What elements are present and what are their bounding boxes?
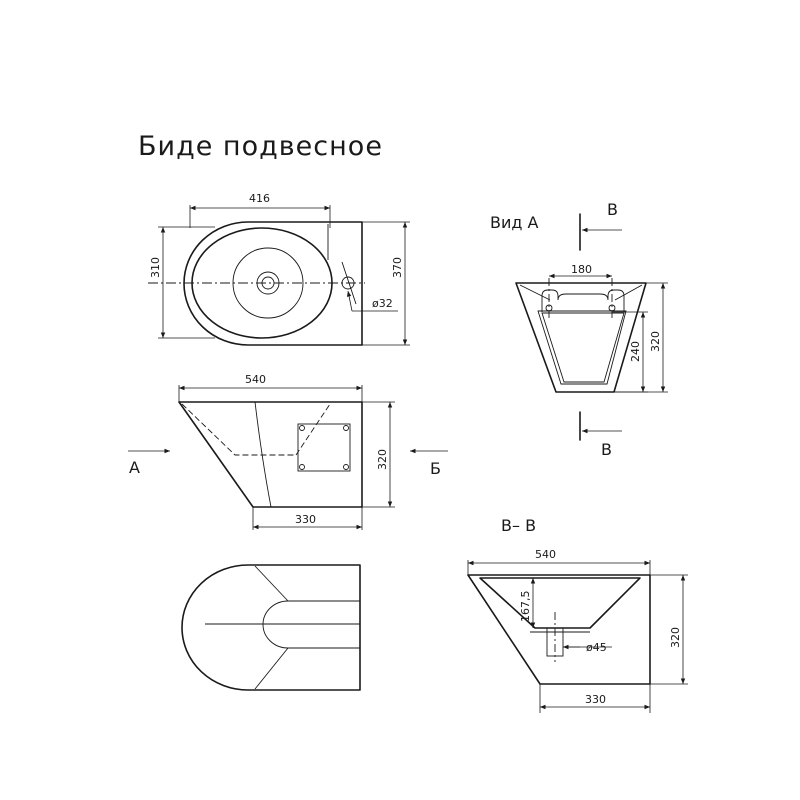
view-a-outline: [515, 282, 647, 393]
dim-section-bottom-width: 330: [585, 693, 606, 706]
dim-top-width: 416: [249, 192, 270, 205]
section-mark-top: В: [607, 200, 618, 219]
dim-tap-hole: ø32: [372, 297, 393, 310]
dim-section-top-width: 540: [535, 548, 556, 561]
section-bb-title: В– В: [501, 516, 536, 535]
dim-side-top-width: 540: [245, 373, 266, 386]
dim-side-height: 320: [376, 449, 389, 470]
tap-hole-axis: [341, 261, 357, 305]
dim-section-height: 320: [669, 627, 682, 648]
dim-bowl-height: 310: [149, 257, 162, 278]
dim-top-height: 370: [391, 257, 404, 278]
section-bb-bowl: [479, 577, 641, 629]
dim-view-a-width: 180: [571, 263, 592, 276]
dim-view-a-height: 320: [649, 331, 662, 352]
section-bb: В– В 540 167,5 ø45 320 330: [467, 516, 688, 713]
side-view: 540 330 320 А Б: [128, 373, 448, 530]
dim-section-depth: 167,5: [519, 591, 532, 623]
drawing-title: Биде подвесное: [138, 131, 383, 162]
dim-side-bottom-width: 330: [295, 513, 316, 526]
bottom-view: [181, 564, 361, 691]
mounting-plate: [297, 423, 351, 472]
dim-view-a-inner-height: 240: [629, 341, 642, 362]
bottom-view-outline: [181, 564, 361, 691]
top-view: 416 310 370 ø32: [148, 192, 410, 346]
view-arrow-a: А: [129, 458, 140, 477]
side-view-outline: [178, 401, 363, 508]
side-view-seam: [254, 401, 272, 508]
dim-drain: ø45: [586, 641, 607, 654]
view-a-inner-panel: [537, 310, 627, 385]
view-a-title: Вид А: [490, 213, 539, 232]
top-view-outline: [183, 221, 363, 346]
view-a: Вид А В В 180 240 320: [490, 200, 668, 459]
section-mark-bottom: В: [601, 440, 612, 459]
view-arrow-b: Б: [430, 459, 441, 478]
